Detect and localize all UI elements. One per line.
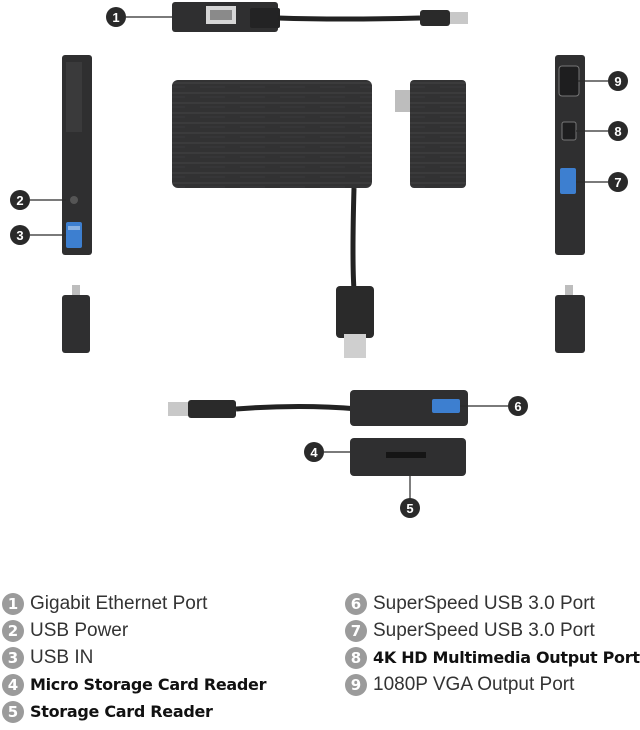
bottom-view-card-reader — [350, 438, 466, 476]
product-diagram: 1 2 3 4 5 6 7 8 9 — [10, 2, 628, 518]
legend-number-badge: 5 — [2, 700, 24, 723]
legend-left-column: 1 Gigabit Ethernet Port 2 USB Power 3 USB I… — [2, 590, 267, 725]
legend-number-badge: 9 — [345, 673, 367, 696]
callout-9: 9 — [608, 71, 628, 91]
legend-number-badge: 6 — [345, 592, 367, 615]
main-hub — [172, 80, 466, 358]
callout-2: 2 — [10, 190, 30, 210]
right-side-view — [555, 55, 585, 255]
legend-number-badge: 3 — [2, 646, 24, 669]
legend-number-badge: 7 — [345, 619, 367, 642]
legend-number-badge: 4 — [2, 673, 24, 696]
svg-text:2: 2 — [16, 193, 23, 208]
svg-text:4: 4 — [310, 445, 318, 460]
svg-text:1: 1 — [112, 10, 119, 25]
svg-text:8: 8 — [614, 124, 621, 139]
callout-3: 3 — [10, 225, 30, 245]
legend-label: 1080P VGA Output Port — [373, 673, 575, 695]
legend-label: 4K HD Multimedia Output Port — [373, 648, 640, 667]
legend-item: 2 USB Power — [2, 617, 266, 644]
port-legend: 1 Gigabit Ethernet Port 2 USB Power 3 USB I… — [0, 590, 640, 730]
legend-label: USB Power — [30, 619, 129, 641]
left-side-view — [62, 55, 92, 255]
legend-item: 6 SuperSpeed USB 3.0 Port — [345, 590, 640, 617]
callout-6: 6 — [508, 396, 528, 416]
left-usb-adapter — [62, 285, 90, 353]
top-view-ethernet — [172, 2, 468, 32]
right-usb-adapter — [555, 285, 585, 353]
callout-5: 5 — [400, 498, 420, 518]
legend-label: Micro Storage Card Reader — [30, 675, 267, 694]
legend-item: 8 4K HD Multimedia Output Port — [345, 644, 640, 671]
legend-item: 9 1080P VGA Output Port — [345, 671, 640, 698]
legend-label: Gigabit Ethernet Port — [30, 592, 208, 614]
legend-item: 7 SuperSpeed USB 3.0 Port — [345, 617, 640, 644]
legend-item: 1 Gigabit Ethernet Port — [2, 590, 266, 617]
svg-text:9: 9 — [614, 74, 621, 89]
legend-item: 5 Storage Card Reader — [2, 698, 266, 725]
legend-label: Storage Card Reader — [30, 702, 213, 721]
legend-label: SuperSpeed USB 3.0 Port — [373, 619, 595, 641]
svg-text:3: 3 — [16, 228, 23, 243]
callout-7: 7 — [608, 172, 628, 192]
callout-4: 4 — [304, 442, 324, 462]
svg-text:7: 7 — [614, 175, 621, 190]
legend-number-badge: 2 — [2, 619, 24, 642]
legend-label: SuperSpeed USB 3.0 Port — [373, 592, 595, 614]
callout-8: 8 — [608, 121, 628, 141]
legend-label: USB IN — [30, 646, 94, 668]
legend-item: 4 Micro Storage Card Reader — [2, 671, 267, 698]
svg-text:6: 6 — [514, 399, 521, 414]
bottom-view-usb — [168, 390, 468, 426]
legend-number-badge: 8 — [345, 646, 367, 669]
callout-1: 1 — [106, 7, 126, 27]
legend-number-badge: 1 — [2, 592, 24, 615]
leader-lines — [30, 16, 608, 500]
svg-text:5: 5 — [406, 501, 413, 516]
legend-item: 3 USB IN — [2, 644, 266, 671]
